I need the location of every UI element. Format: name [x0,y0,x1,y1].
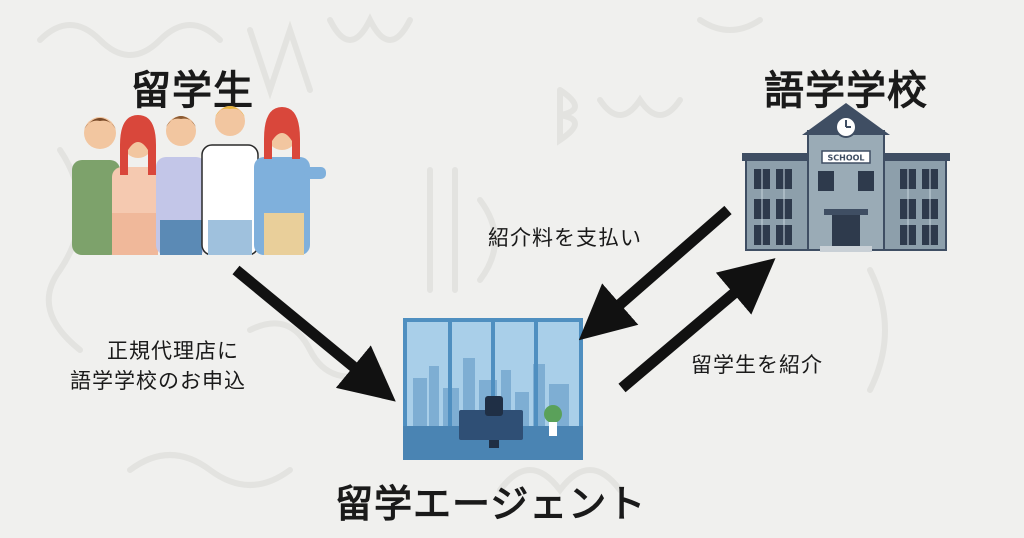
desk [459,410,523,440]
edge-label-commission: 紹介料を支払い [488,226,642,250]
edge-label-application-line2: 語学学校のお申込 [70,369,246,393]
agent-office-illustration [403,318,583,460]
school-sign: SCHOOL [827,154,864,163]
arrow-agent-to-school [618,258,776,393]
agent-label: 留学エージェント [335,482,647,526]
edge-label-application: 正規代理店に 語学学校のお申込 [70,336,246,396]
arrow-students-to-agent [232,265,396,402]
student-figure [156,116,206,255]
edge-label-referral: 留学生を紹介 [691,353,823,377]
school-illustration: SCHOOL [742,103,950,252]
arrow-school-to-agent [578,205,732,341]
student-figure [112,115,158,255]
student-figure [201,106,259,255]
student-figure [254,107,326,255]
student-figure [72,117,120,255]
students-illustration [72,106,326,255]
edge-label-application-line1: 正規代理店に [107,339,239,363]
